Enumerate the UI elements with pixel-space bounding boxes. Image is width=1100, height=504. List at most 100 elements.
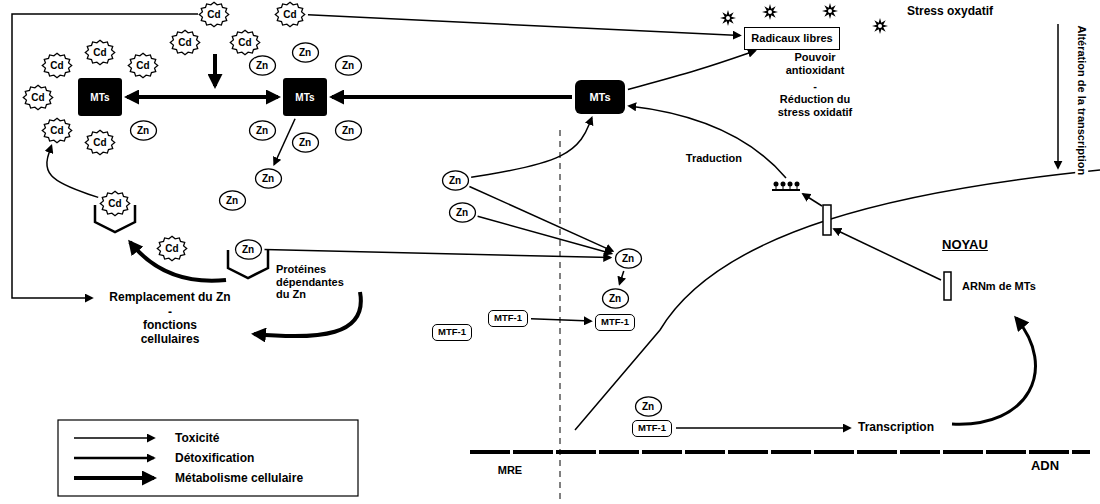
circle-outline: [292, 132, 318, 151]
circle-outline: [335, 55, 361, 74]
ion-symbol: Zn: [449, 175, 461, 186]
flow-arrow: [469, 186, 612, 251]
export-arrow: [834, 229, 941, 280]
ion-symbol: Cd: [238, 37, 251, 48]
legend-item: Toxicité: [70, 429, 219, 447]
ion-symbol: Cd: [108, 198, 121, 209]
circle-outline: [615, 248, 641, 267]
factor-name: MTF-1: [438, 327, 466, 337]
mrna-bar: [944, 272, 951, 300]
star-outline: [128, 53, 157, 78]
metal-ion: Cd: [230, 30, 260, 55]
free-radical-symbol: [872, 18, 888, 34]
metal-ion: Zn: [615, 248, 642, 269]
legend-sample: [70, 469, 165, 487]
annotation: Stress oxydatif: [907, 5, 993, 19]
flow-arrow: [264, 249, 610, 257]
metal-ion: Zn: [449, 202, 476, 223]
dna-strand: [470, 450, 1090, 454]
ion-symbol: Cd: [50, 125, 63, 136]
ion-symbol: Zn: [262, 173, 274, 184]
star-outline: [42, 118, 71, 143]
circle-outline: [249, 120, 275, 139]
ion-symbol: Zn: [256, 60, 268, 71]
annotation: fonctions cellulaires: [120, 319, 220, 347]
circle-outline: [235, 239, 261, 258]
stress-arrow: [1057, 24, 1059, 168]
legend-item: Métabolisme cellulaire: [70, 469, 303, 487]
flow-arrow: [478, 216, 612, 253]
metal-ion: Cd: [42, 53, 72, 78]
ion-symbol: Cd: [283, 9, 296, 20]
ion-symbol: Zn: [242, 244, 254, 255]
metal-ion: Zn: [602, 288, 629, 309]
star-outline: [170, 30, 199, 55]
free-radical-symbol: [822, 3, 838, 19]
ion-symbol: Zn: [299, 137, 311, 148]
transcription-factor: MTF-1: [432, 324, 472, 341]
metallothionein-box: MTs: [575, 80, 625, 114]
translation-arrow: [629, 106, 786, 178]
legend-item: Détoxification: [70, 449, 254, 467]
ion-symbol: Cd: [93, 137, 106, 148]
ion-symbol: Cd: [207, 9, 220, 20]
step-label: Transcription: [858, 421, 934, 435]
circle-outline: [255, 168, 281, 187]
circle-outline: [449, 202, 475, 221]
transcription-factor: MTF-1: [488, 310, 528, 327]
element-label: MRE: [498, 464, 522, 477]
nuclear-membrane: [575, 170, 1100, 430]
legend-text: Toxicité: [175, 431, 219, 445]
circle-outline: [219, 190, 245, 209]
flow-arrow: [620, 271, 624, 284]
metal-ion: Cd: [42, 118, 72, 143]
ion-symbol: Cd: [50, 60, 63, 71]
circle-outline: [635, 396, 661, 415]
ion-symbol: Cd: [136, 60, 149, 71]
ion-symbol: Cd: [165, 243, 178, 254]
toxicity-wire: [12, 14, 198, 298]
legend-box: [58, 420, 358, 496]
protein-name: MTs: [90, 92, 109, 103]
star-outline: [230, 30, 259, 55]
transcription-factor: MTF-1: [632, 420, 672, 437]
metal-ion: Zn: [292, 132, 319, 153]
flow-arrow: [47, 146, 98, 198]
circle-outline: [442, 170, 468, 189]
protein-name: MTs: [295, 92, 314, 103]
ion-symbol: Cd: [31, 92, 44, 103]
metal-ion: Cd: [170, 30, 200, 55]
legend-sample: [70, 429, 165, 447]
step-label: Traduction: [686, 152, 742, 165]
star-outline: [275, 2, 304, 27]
metal-ion: Cd: [23, 85, 53, 110]
annotation: Réduction du stress oxidatif: [765, 93, 865, 118]
annotation: Remplacement du Zn: [109, 291, 230, 305]
molecule-label: ADN: [1031, 459, 1059, 474]
metal-ion: Zn: [249, 120, 276, 141]
mrna-arrow: [952, 318, 1035, 424]
box-label: Radicaux libres: [751, 32, 832, 44]
metal-ion: Zn: [235, 239, 262, 260]
process-box: Radicaux libres: [744, 27, 840, 50]
metal-ion: Cd: [85, 130, 115, 155]
legend-sample: [70, 449, 165, 467]
metallothionein-core: MTs: [283, 78, 327, 116]
star-outline: [42, 53, 71, 78]
legend-text: Détoxification: [175, 451, 254, 465]
metal-ion: Zn: [249, 55, 276, 76]
flow-arrow: [127, 95, 278, 99]
ion-symbol: Zn: [622, 253, 634, 264]
metal-ion: Zn: [219, 190, 246, 211]
molecule-label: ARNm de MTs: [962, 280, 1037, 293]
metal-ion: Zn: [635, 396, 662, 417]
annotation: Pouvoir antioxidant: [775, 51, 855, 76]
star-outline: [199, 2, 228, 27]
transcription-arrow: [676, 427, 850, 429]
ion-symbol: Zn: [456, 207, 468, 218]
metal-ion: Zn: [442, 170, 469, 191]
star-outline: [157, 236, 186, 261]
metal-ion: Zn: [255, 168, 282, 189]
flow-arrow: [628, 51, 755, 90]
